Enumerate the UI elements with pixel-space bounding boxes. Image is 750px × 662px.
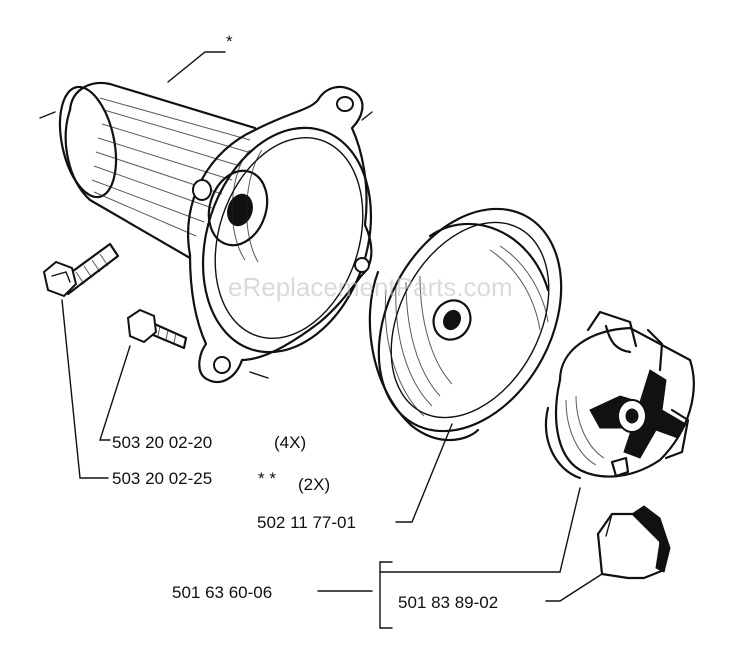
bolt-long	[42, 242, 120, 298]
label-bolt-short-qty: (4X)	[274, 433, 306, 452]
label-clutch-kit: 501 63 60-06	[172, 583, 272, 602]
label-bolt-long-qty: (2X)	[298, 475, 330, 494]
leader-drum	[395, 423, 453, 523]
clutch-housing: *	[39, 32, 373, 384]
leader-bolt-short	[99, 345, 131, 441]
clutch-spring	[596, 505, 671, 580]
bolt-short	[126, 308, 188, 350]
clutch-drum	[368, 207, 563, 442]
label-bolt-short-part: 503 20 02-20	[112, 433, 212, 452]
label-bolt-long-note: * *	[258, 469, 276, 488]
watermark: eReplacementParts.com	[228, 272, 513, 302]
clutch-assembly	[544, 310, 695, 480]
label-drum: 502 11 77-01	[257, 513, 356, 532]
bracket-clutch-kit	[317, 487, 603, 629]
label-spring: 501 83 89-02	[398, 593, 498, 612]
leader-bolt-long	[61, 299, 109, 479]
label-bolt-long-part: 503 20 02-25	[112, 469, 212, 488]
housing-note: *	[226, 32, 233, 51]
